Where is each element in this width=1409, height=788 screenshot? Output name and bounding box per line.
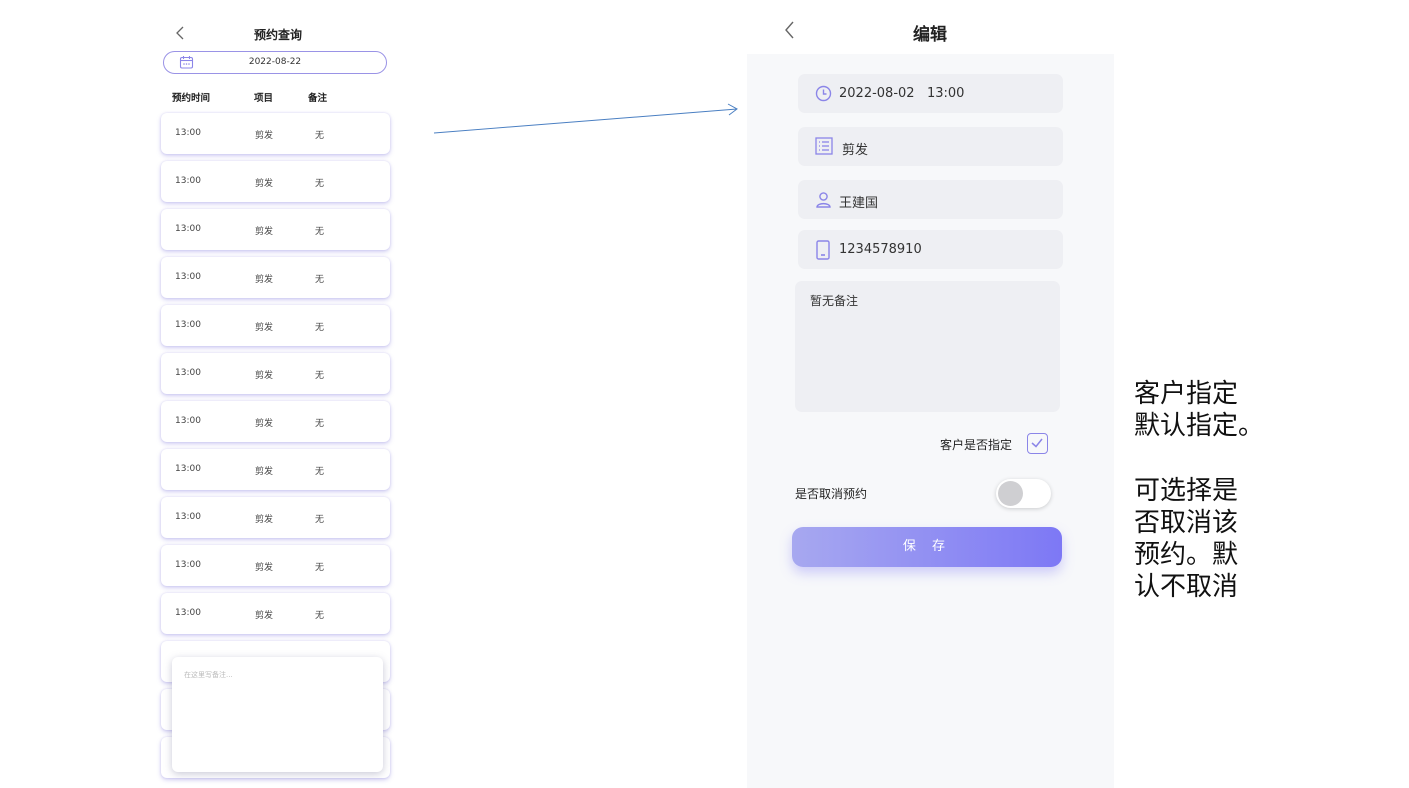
row-time: 13:00 [175, 416, 201, 426]
column-header-time: 预约时间 [172, 93, 211, 104]
row-project: 剪发 [255, 131, 274, 141]
row-time: 13:00 [175, 320, 201, 330]
datetime-value: 2022-08-02 13:00 [839, 86, 965, 101]
edit-panel [747, 54, 1114, 788]
list-icon [815, 137, 833, 155]
row-project: 剪发 [255, 371, 274, 381]
row-project: 剪发 [255, 275, 274, 285]
memo-textarea[interactable]: 暂无备注 [795, 281, 1060, 412]
row-remark: 无 [315, 275, 325, 285]
row-project: 剪发 [255, 515, 274, 525]
assign-annotation: 客户指定 默认指定。 [1134, 379, 1265, 441]
row-remark: 无 [315, 179, 325, 189]
row-remark: 无 [315, 611, 325, 621]
clock-icon [815, 85, 832, 102]
table-row[interactable]: 13:00 剪发 无 [161, 353, 390, 394]
table-row[interactable]: 13:00 剪发 无 [161, 113, 390, 154]
row-time: 13:00 [175, 560, 201, 570]
table-row[interactable]: 13:00 剪发 无 [161, 497, 390, 538]
cancel-annotation: 可选择是 否取消该 预约。默 认不取消 [1134, 476, 1239, 602]
assign-checkbox[interactable] [1027, 433, 1048, 454]
calendar-icon [179, 56, 194, 69]
assign-label: 客户是否指定 [940, 438, 1013, 452]
user-icon [816, 192, 831, 208]
date-picker[interactable]: 2022-08-22 [163, 51, 387, 74]
table-row[interactable]: 13:00 剪发 无 [161, 305, 390, 346]
selected-date: 2022-08-22 [248, 57, 302, 67]
table-row[interactable]: 13:00 剪发 无 [161, 545, 390, 586]
cancel-label: 是否取消预约 [795, 487, 868, 501]
cancel-toggle[interactable] [996, 479, 1051, 508]
back-chevron-icon[interactable] [172, 24, 190, 42]
row-remark: 无 [315, 227, 325, 237]
edit-title: 编辑 [913, 25, 947, 45]
page-title: 预约查询 [253, 28, 302, 42]
row-remark: 无 [315, 419, 325, 429]
customer-value: 王建国 [839, 196, 879, 211]
table-row[interactable]: 13:00 剪发 无 [161, 209, 390, 250]
column-header-project: 项目 [254, 93, 274, 104]
row-remark: 无 [315, 371, 325, 381]
back-chevron-icon[interactable] [781, 20, 799, 40]
row-remark: 无 [315, 131, 325, 141]
row-remark: 无 [315, 467, 325, 477]
row-project: 剪发 [255, 467, 274, 477]
table-row[interactable]: 13:00 剪发 无 [161, 257, 390, 298]
row-remark: 无 [315, 323, 325, 333]
note-placeholder: 在这里写备注... [184, 671, 233, 679]
memo-value: 暂无备注 [810, 294, 859, 308]
save-button[interactable]: 保 存 [792, 527, 1062, 567]
column-header-remark: 备注 [308, 93, 328, 104]
table-row[interactable]: 13:00 剪发 无 [161, 449, 390, 490]
phone-icon [816, 240, 830, 260]
table-row[interactable]: 13:00 剪发 无 [161, 401, 390, 442]
row-time: 13:00 [175, 224, 201, 234]
note-popup[interactable]: 在这里写备注... [172, 657, 383, 772]
table-row[interactable]: 13:00 剪发 无 [161, 161, 390, 202]
row-time: 13:00 [175, 176, 201, 186]
row-time: 13:00 [175, 464, 201, 474]
row-time: 13:00 [175, 512, 201, 522]
row-project: 剪发 [255, 563, 274, 573]
customer-field[interactable]: 王建国 [798, 180, 1063, 219]
row-project: 剪发 [255, 323, 274, 333]
toggle-knob [998, 481, 1023, 506]
row-project: 剪发 [255, 179, 274, 189]
row-time: 13:00 [175, 272, 201, 282]
phone-value: 1234578910 [839, 242, 922, 257]
row-remark: 无 [315, 563, 325, 573]
phone-field[interactable]: 1234578910 [798, 230, 1063, 269]
project-value: 剪发 [842, 143, 869, 158]
table-row[interactable]: 13:00 剪发 无 [161, 593, 390, 634]
datetime-field[interactable]: 2022-08-02 13:00 [798, 74, 1063, 113]
check-icon [1031, 438, 1043, 448]
project-field[interactable]: 剪发 [798, 127, 1063, 166]
row-project: 剪发 [255, 611, 274, 621]
row-time: 13:00 [175, 368, 201, 378]
row-time: 13:00 [175, 608, 201, 618]
row-project: 剪发 [255, 419, 274, 429]
row-remark: 无 [315, 515, 325, 525]
row-project: 剪发 [255, 227, 274, 237]
row-time: 13:00 [175, 128, 201, 138]
